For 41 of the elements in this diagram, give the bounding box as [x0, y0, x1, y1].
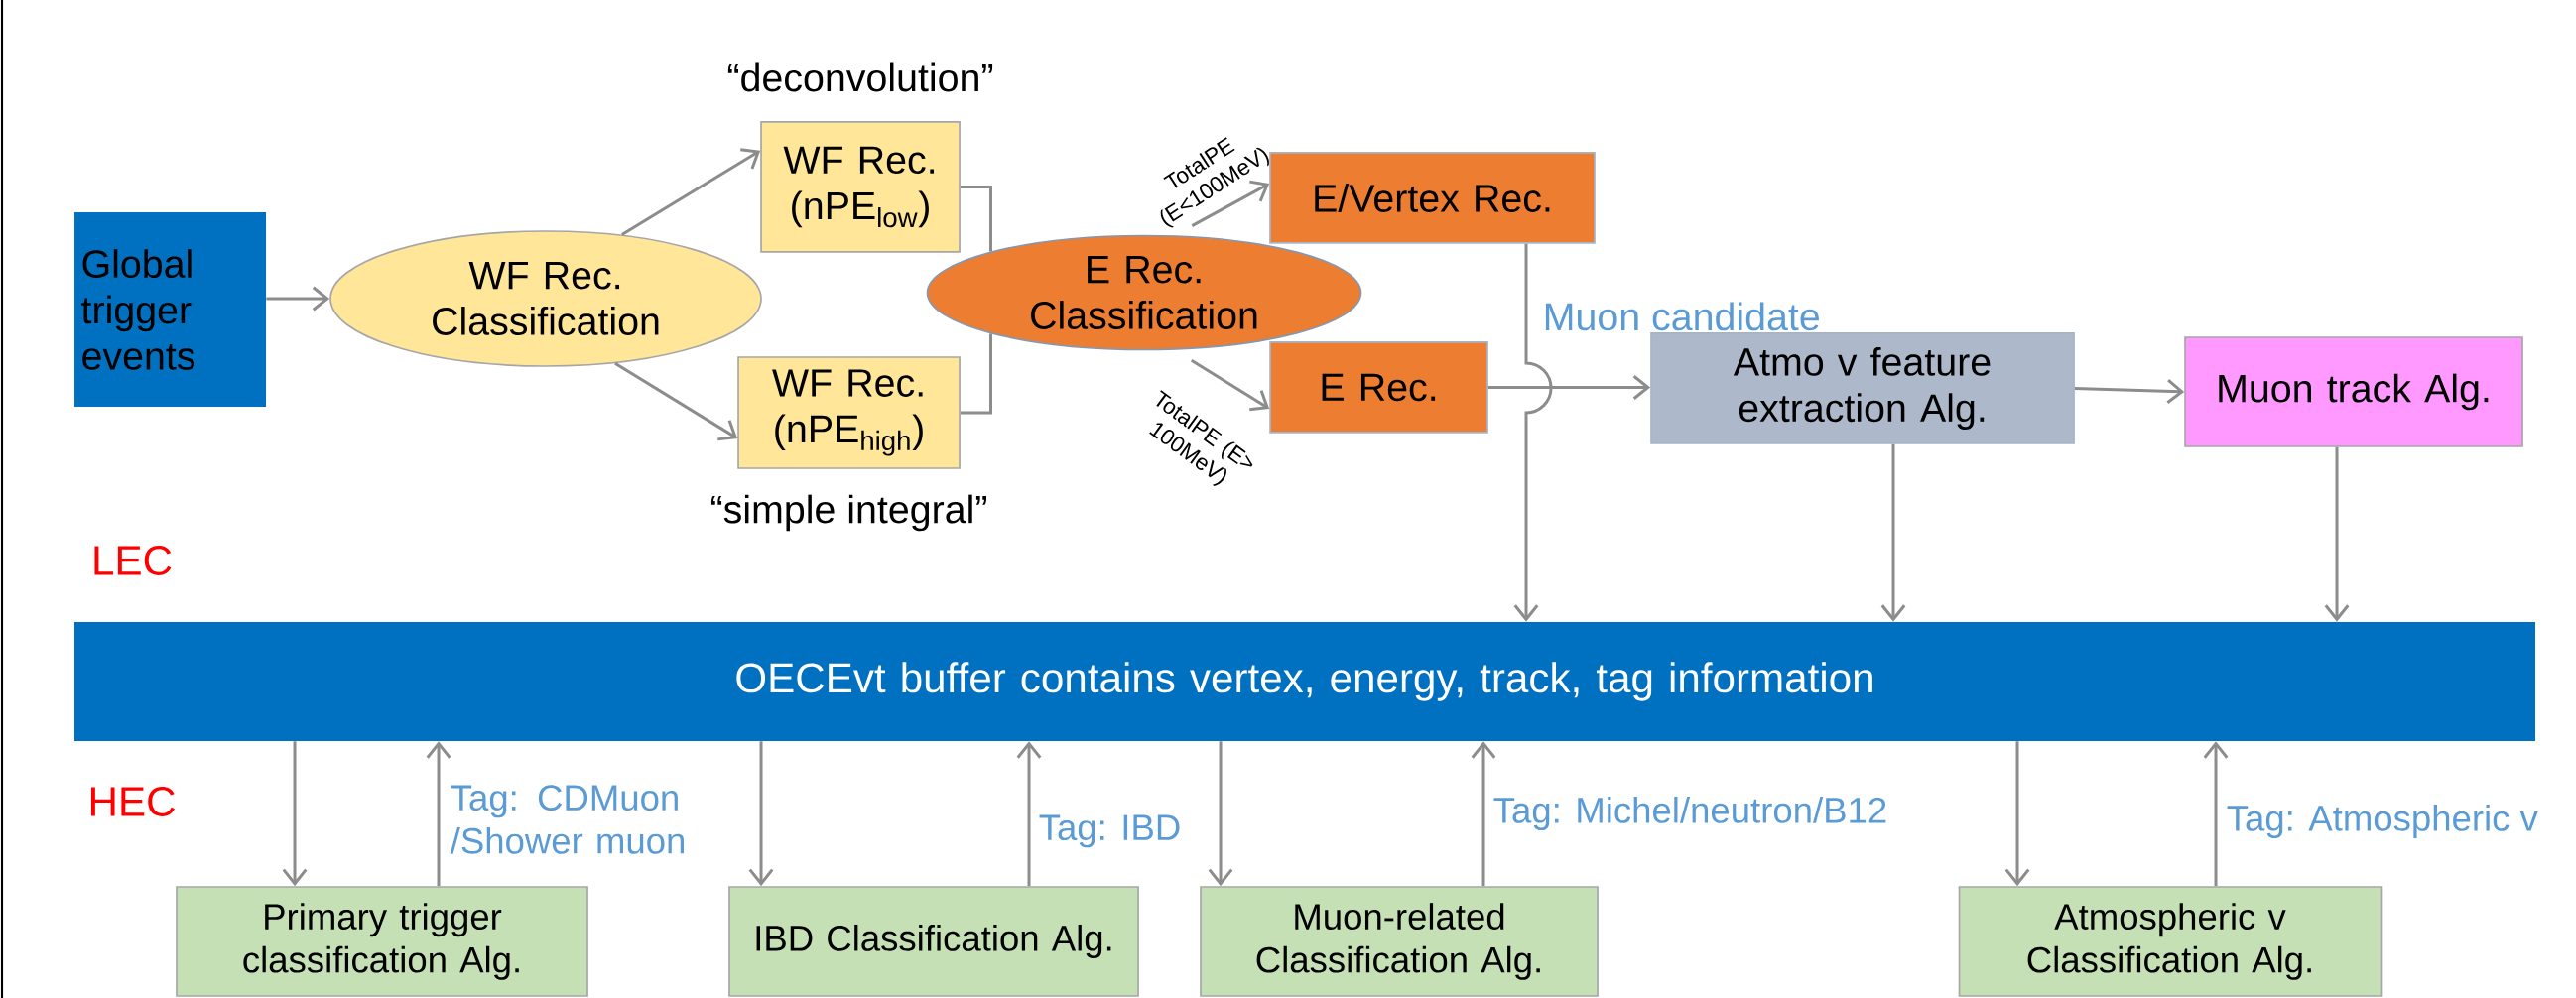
section-label: HEC: [90, 787, 175, 816]
arrow: [426, 741, 451, 887]
arrow: [1208, 741, 1233, 887]
process-box: IBD Classification Alg.: [728, 886, 1139, 997]
edge-label: Tag: IBD: [1039, 814, 1180, 848]
arrow: [2004, 741, 2030, 887]
process-box: E Rec.: [1269, 341, 1488, 434]
process-box: E/Vertex Rec.: [1269, 152, 1596, 244]
process-box: WF Rec. (nPE$_{high}$): [737, 356, 961, 469]
arrow: [621, 148, 761, 236]
buffer-bar: OECEvt buffer contains vertex, energy, track, tag information: [74, 622, 2535, 741]
arrow: [2203, 741, 2229, 887]
arrow: [1513, 243, 1553, 622]
bracket-line: [960, 185, 992, 252]
arrow: [1471, 741, 1496, 887]
edge-label: Tag: CDMuon /Shower muon: [450, 785, 684, 854]
arrow: [1880, 443, 1906, 622]
edge-label: Tag: Atmospheric v: [2227, 804, 2538, 838]
arrow: [1191, 180, 1270, 227]
edge-label: Tag: Michel/neutron/B12: [1493, 796, 1886, 830]
arrow: [1487, 375, 1651, 400]
arrow: [1190, 359, 1270, 412]
arrow: [282, 741, 308, 887]
arrow: [614, 361, 738, 441]
section-label: LEC: [94, 546, 172, 575]
process-box: Global trigger events: [74, 212, 267, 407]
process-box: WF Rec. (nPE$_{low}$): [760, 121, 961, 253]
process-box: Muon track Alg.: [2184, 336, 2523, 447]
annotation-text: “deconvolution”: [727, 62, 993, 92]
arrow: [2324, 446, 2350, 622]
arrow: [2074, 379, 2185, 404]
process-box: Primary trigger classification Alg.: [176, 886, 588, 997]
process-box: Atmo v feature extraction Alg.: [1650, 332, 2075, 444]
bracket-line: [960, 333, 992, 415]
arrow: [1016, 741, 1042, 887]
process-box: Atmospheric v Classification Alg.: [1958, 886, 2383, 997]
process-box: Muon-related Classification Alg.: [1200, 886, 1599, 997]
arrow: [748, 741, 774, 887]
edge-label: Muon candidate: [1545, 302, 1819, 331]
annotation-text: “simple integral”: [710, 494, 986, 532]
arrow: [266, 286, 330, 312]
